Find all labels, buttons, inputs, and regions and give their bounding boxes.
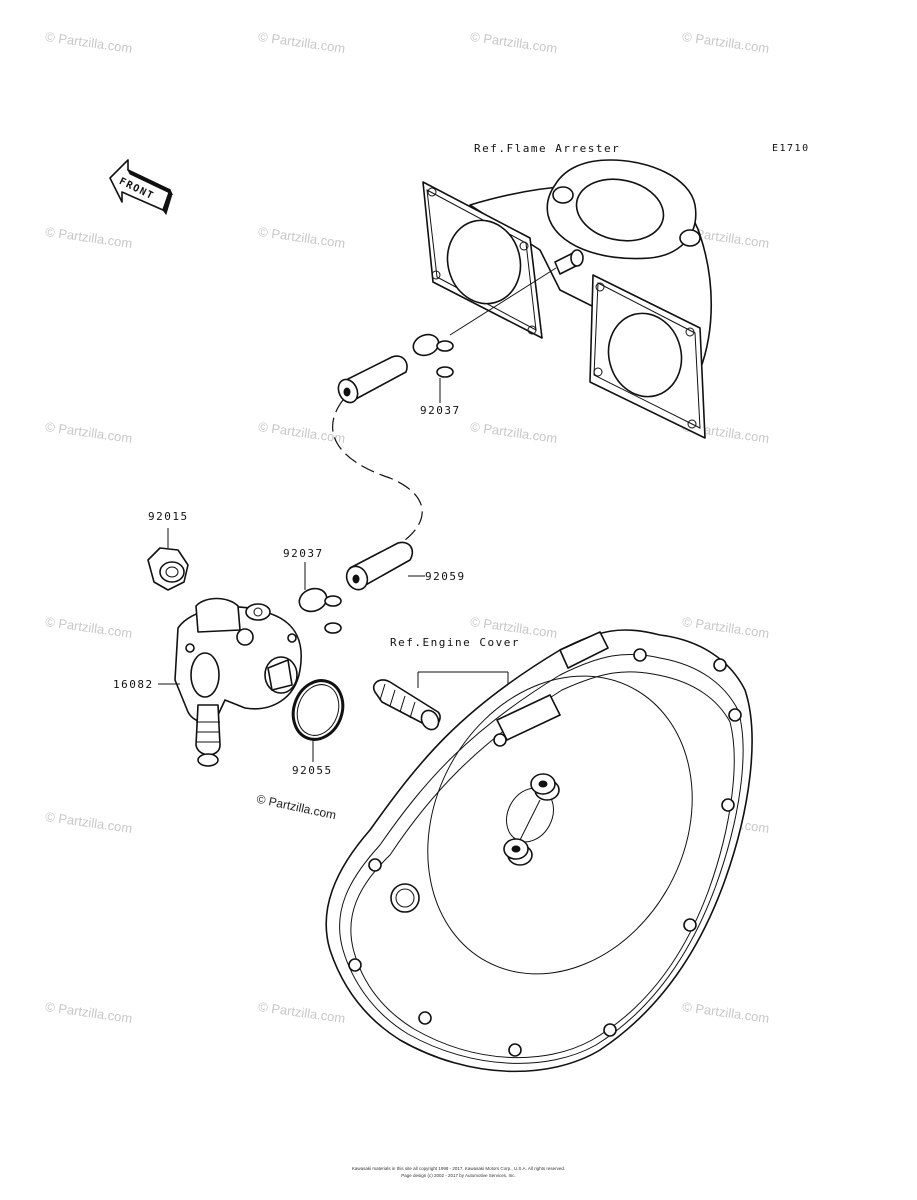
engine-cover-fitting bbox=[372, 679, 441, 731]
footer-page-design: Page design (c) 2002 - 2017 by Automotiv… bbox=[401, 1173, 516, 1178]
part-number-92059: 92059 bbox=[425, 570, 466, 583]
flame-arrester-assembly bbox=[422, 159, 713, 439]
pump-16082 bbox=[158, 597, 302, 767]
part-number-92037-top: 92037 bbox=[420, 404, 461, 417]
clip-92037-top bbox=[412, 333, 454, 403]
part-number-92015: 92015 bbox=[148, 510, 189, 523]
ref-flame-arrester-label: Ref.Flame Arrester bbox=[474, 142, 621, 155]
diagram-code: E1710 bbox=[772, 143, 810, 154]
engine-cover bbox=[325, 629, 753, 1073]
part-number-92037-middle: 92037 bbox=[283, 547, 324, 560]
hose-upper bbox=[337, 355, 408, 404]
hose-route-line bbox=[332, 399, 423, 541]
engine-cover-leader bbox=[417, 671, 509, 688]
o-ring-92055 bbox=[291, 679, 345, 762]
footer-copyright: Kawasaki materials in this site all copy… bbox=[351, 1166, 566, 1171]
nut-92015 bbox=[147, 528, 189, 591]
part-number-16082: 16082 bbox=[113, 678, 154, 691]
ref-engine-cover-label: Ref.Engine Cover bbox=[390, 636, 520, 649]
clip-92037-middle bbox=[298, 562, 342, 634]
hose-92059 bbox=[345, 541, 425, 591]
part-number-92055: 92055 bbox=[292, 764, 333, 777]
front-arrow-icon bbox=[109, 159, 174, 216]
